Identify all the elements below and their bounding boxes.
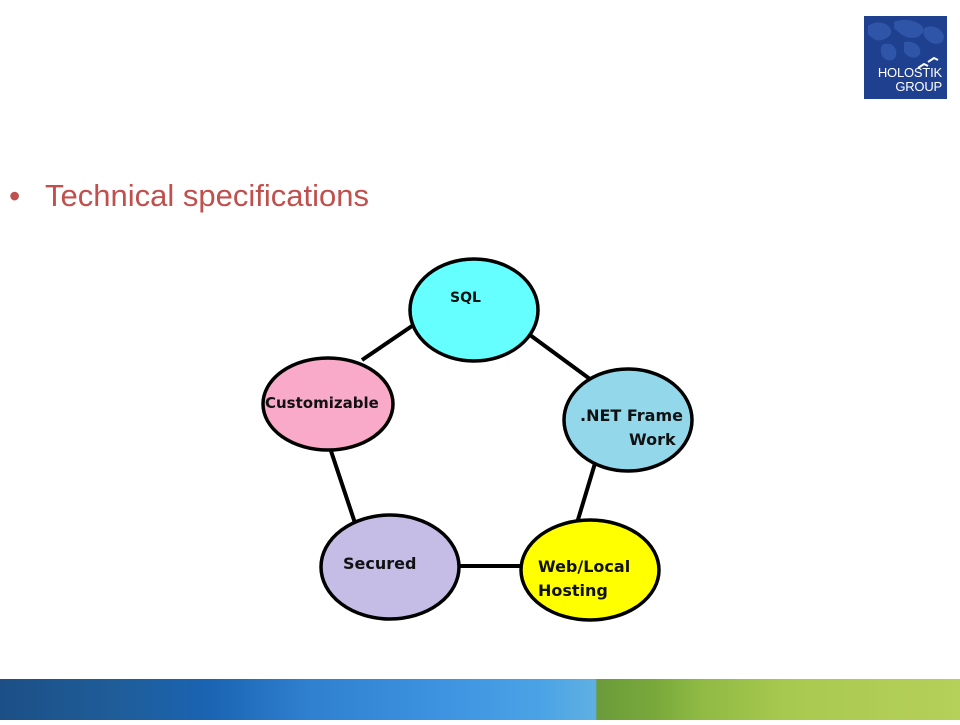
node-label-net-line-1: .NET Frame (580, 406, 683, 425)
node-sql (408, 257, 540, 363)
edge-customizable-sql (360, 324, 414, 362)
node-net-framework (562, 367, 694, 473)
slide-heading: Technical specifications (45, 178, 369, 213)
footer-stripe (0, 679, 960, 720)
node-label-net-line-2: Work (629, 430, 676, 449)
node-customizable (261, 356, 395, 452)
edge-sql-net (528, 333, 596, 384)
birds-icon (917, 56, 939, 69)
node-web-local-hosting (519, 518, 661, 622)
logo-text: HOLOSTIK GROUP (878, 66, 942, 94)
connector-lines (328, 324, 598, 568)
world-map-icon (868, 19, 944, 61)
logo-line-1: HOLOSTIK (877, 65, 942, 80)
holostik-logo: HOLOSTIK GROUP (864, 16, 947, 99)
node-label-sql: SQL (450, 290, 481, 306)
node-label-hosting-line-2: Hosting (538, 581, 608, 600)
node-label-customizable: Customizable (265, 394, 379, 412)
edge-secured-customizable (328, 447, 357, 524)
edge-net-hosting (575, 459, 598, 524)
node-secured (319, 513, 461, 621)
node-label-secured: Secured (343, 554, 417, 573)
node-label-hosting-line-1: Web/Local (538, 557, 631, 576)
bullet-icon: • (9, 178, 21, 214)
logo-line-2: GROUP (895, 79, 942, 94)
